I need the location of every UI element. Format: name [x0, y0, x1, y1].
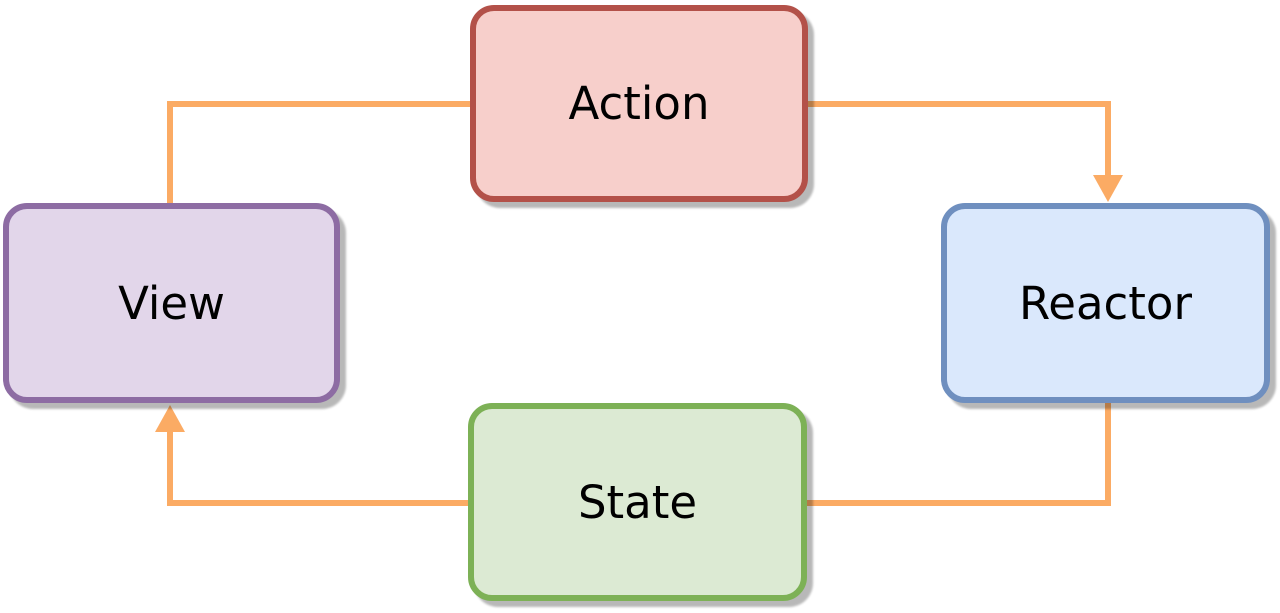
edge-action-to-reactor [808, 101, 1111, 177]
edge-reactor-to-state [807, 403, 1111, 506]
node-state: State [468, 403, 807, 601]
node-action-label: Action [568, 77, 710, 130]
node-reactor: Reactor [941, 203, 1270, 403]
node-view: View [3, 203, 340, 403]
edge-view-to-action [167, 101, 470, 203]
arrowhead-into-view-icon [155, 405, 185, 432]
node-view-label: View [118, 276, 225, 330]
edge-state-to-view [167, 430, 468, 506]
node-state-label: State [577, 475, 698, 529]
arrowhead-into-reactor-icon [1093, 175, 1123, 202]
node-reactor-label: Reactor [1019, 276, 1192, 330]
node-action: Action [470, 5, 808, 202]
